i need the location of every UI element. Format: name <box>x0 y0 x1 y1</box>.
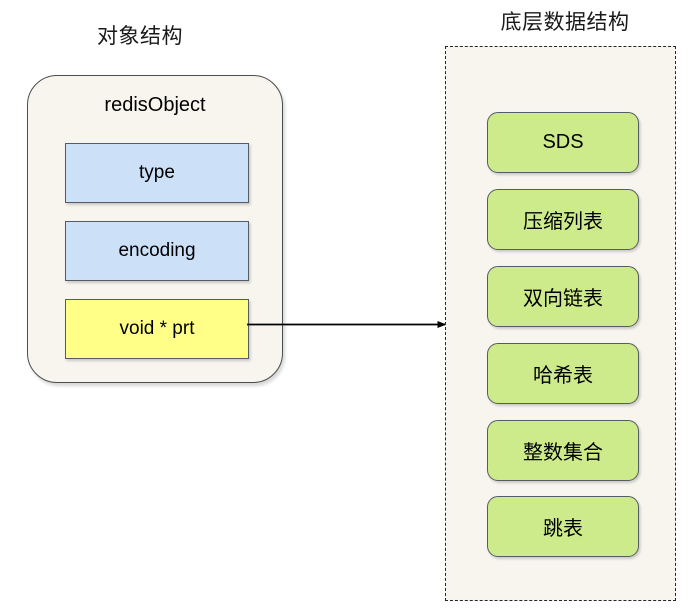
data-structure-box-sds: SDS <box>487 112 639 173</box>
data-structure-box-linkedlist: 双向链表 <box>487 266 639 327</box>
left-section-title: 对象结构 <box>97 25 183 48</box>
data-structure-box-ziplist: 压缩列表 <box>487 189 639 250</box>
data-structure-box-hashtable: 哈希表 <box>487 343 639 404</box>
field-box-void-ptr: void * prt <box>65 299 249 359</box>
data-structure-box-intset: 整数集合 <box>487 420 639 481</box>
field-box-encoding: encoding <box>65 221 249 281</box>
right-section-title: 底层数据结构 <box>500 11 630 34</box>
underlying-data-structures-panel: SDS 压缩列表 双向链表 哈希表 整数集合 跳表 <box>445 46 676 601</box>
data-structure-box-skiplist: 跳表 <box>487 496 639 557</box>
redis-object-container: redisObject type encoding void * prt <box>27 75 283 383</box>
redis-object-label: redisObject <box>104 94 206 116</box>
field-box-type: type <box>65 143 249 203</box>
